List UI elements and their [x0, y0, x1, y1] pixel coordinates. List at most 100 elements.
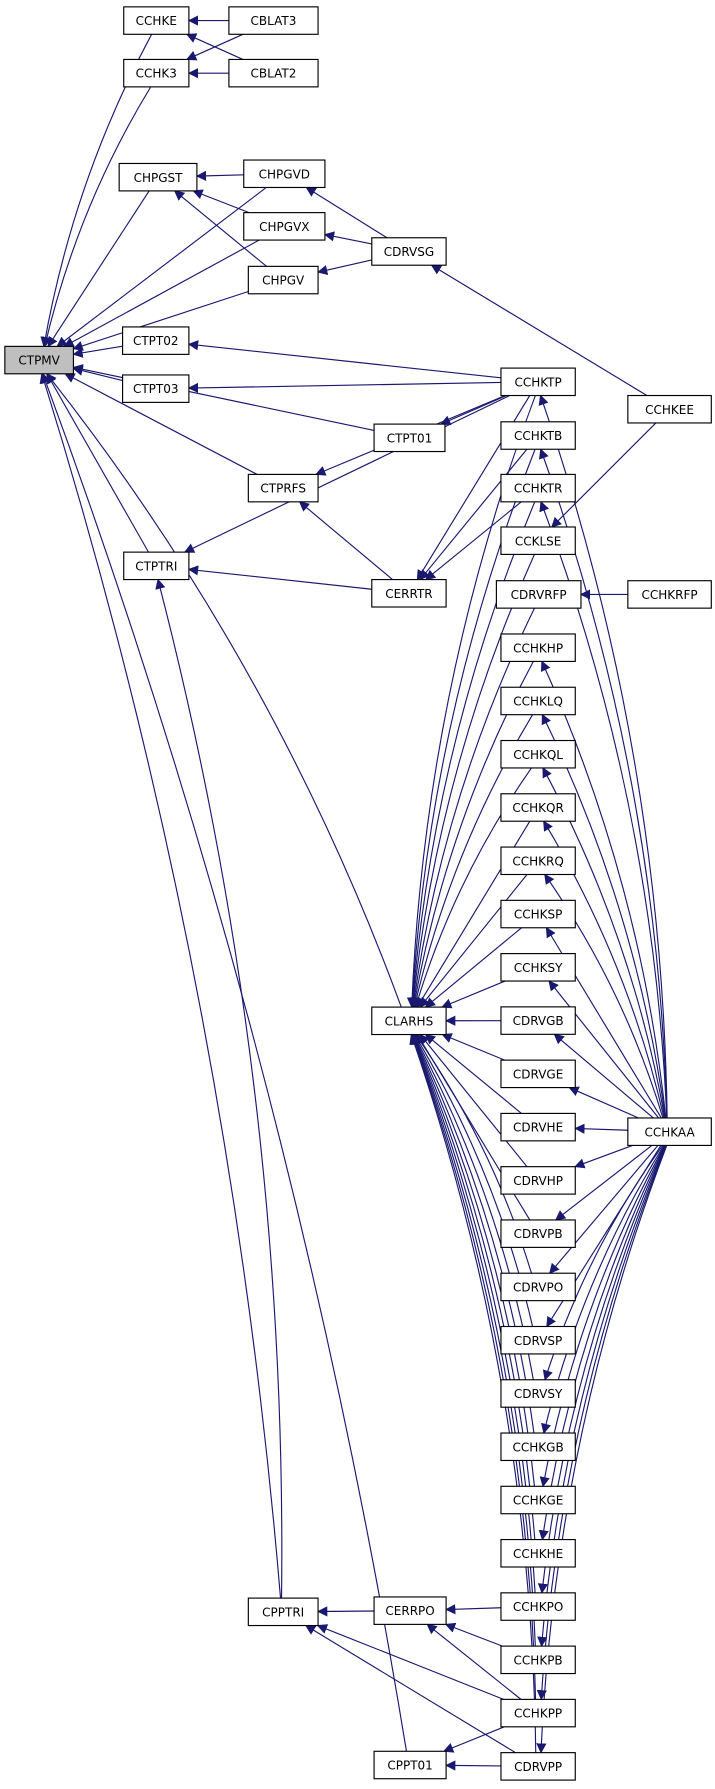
edge-chpgst-to-ctpmv [47, 190, 150, 348]
node-clarhs[interactable]: CLARHS [371, 1006, 447, 1036]
node-label: CTPRFS [260, 482, 306, 496]
node-box [500, 1379, 576, 1408]
node-label: CCHKEE [645, 403, 694, 417]
node-label: CBLAT2 [251, 67, 297, 81]
node-cchkrq[interactable]: CCHKRQ [500, 846, 576, 876]
node-cchksp[interactable]: CCHKSP [500, 899, 576, 929]
node-box [500, 526, 576, 555]
node-cchkaa[interactable]: CCHKAA [627, 1117, 712, 1146]
node-cdrvsg[interactable]: CDRVSG [371, 237, 447, 266]
node-cchkhe[interactable]: CCHKHE [500, 1538, 576, 1568]
node-box [371, 237, 447, 266]
edge-ctpt03-to-ctpmv [72, 365, 123, 382]
edge-cchk3-to-ctpmv [41, 86, 152, 348]
node-box [500, 1059, 576, 1089]
edge-cblat2-to-cchke [185, 33, 244, 60]
node-cchkge[interactable]: CCHKGE [500, 1485, 576, 1515]
node-cchkrfp[interactable]: CCHKRFP [627, 580, 712, 609]
node-box [122, 374, 190, 403]
node-chpgvd[interactable]: CHPGVD [243, 159, 326, 189]
node-cdrvhp[interactable]: CDRVHP [500, 1166, 576, 1195]
node-label: CPPT01 [387, 1759, 432, 1773]
node-chpgvx[interactable]: CHPGVX [243, 212, 326, 241]
node-label: CPPTRI [262, 1605, 304, 1619]
node-cchk3[interactable]: CCHK3 [123, 58, 190, 88]
node-box [495, 580, 582, 609]
edge-cchktp-to-ctpt02 [187, 340, 502, 379]
node-cpptri[interactable]: CPPTRI [247, 1597, 319, 1627]
edge-ccklse-to-clarhs [408, 554, 535, 1009]
node-ctpt03[interactable]: CTPT03 [122, 374, 190, 403]
node-cblat2[interactable]: CBLAT2 [228, 58, 319, 88]
edge-cdrvge-to-clarhs [441, 1033, 505, 1061]
node-cdrvpp[interactable]: CDRVPP [500, 1752, 576, 1781]
node-label: CCHK3 [136, 67, 177, 81]
node-cblat3[interactable]: CBLAT3 [228, 6, 319, 35]
node-ctptri[interactable]: CTPTRI [123, 551, 190, 581]
node-cchksy[interactable]: CCHKSY [500, 953, 576, 982]
node-cchkhp[interactable]: CCHKHP [500, 633, 576, 662]
node-cdrvgb[interactable]: CDRVGB [500, 1006, 576, 1035]
node-label: CCHKGB [513, 1440, 564, 1454]
node-ccklse[interactable]: CCKLSE [500, 526, 576, 555]
node-cchkpp[interactable]: CCHKPP [500, 1698, 576, 1728]
node-cchklq[interactable]: CCHKLQ [500, 686, 576, 716]
node-cerrtr[interactable]: CERRTR [371, 578, 447, 608]
node-cdrvsp[interactable]: CDRVSP [500, 1325, 576, 1355]
node-cchktb[interactable]: CCHKTB [500, 421, 576, 450]
node-cchkqr[interactable]: CCHKQR [500, 793, 576, 822]
node-cchktr[interactable]: CCHKTR [500, 473, 576, 503]
node-box [371, 578, 447, 608]
node-box [243, 159, 326, 189]
node-cdrvge[interactable]: CDRVGE [500, 1059, 576, 1089]
node-cdrvsy[interactable]: CDRVSY [500, 1379, 576, 1408]
node-box [500, 793, 576, 822]
node-box [500, 686, 576, 716]
node-label: CCHKTR [514, 482, 562, 496]
node-cdrvpo[interactable]: CDRVPO [500, 1272, 576, 1302]
node-cchkpb[interactable]: CCHKPB [500, 1645, 576, 1675]
node-cdrvpb[interactable]: CDRVPB [500, 1219, 576, 1248]
node-label: CCKLSE [515, 534, 562, 548]
node-ctpmv[interactable]: CTPMV [4, 345, 75, 375]
node-cdrvrfp[interactable]: CDRVRFP [495, 580, 582, 609]
node-ctprfs[interactable]: CTPRFS [247, 473, 319, 503]
node-cdrvhe[interactable]: CDRVHE [500, 1112, 576, 1142]
node-label: CHPGST [134, 171, 184, 185]
edge-cchktp-to-cerrtr [416, 395, 531, 581]
node-ctpt02[interactable]: CTPT02 [122, 326, 190, 355]
node-box [627, 394, 712, 424]
edge-cchktp-to-ctpt03 [187, 381, 501, 394]
node-cchkql[interactable]: CCHKQL [500, 739, 576, 769]
node-cchkee[interactable]: CCHKEE [627, 394, 712, 424]
node-cchktp[interactable]: CCHKTP [500, 367, 576, 397]
node-box [500, 953, 576, 982]
node-ctpt01[interactable]: CTPT01 [373, 423, 446, 453]
node-box [500, 1112, 576, 1142]
node-label: CCHKAA [644, 1125, 695, 1139]
node-label: CDRVRFP [511, 588, 567, 602]
edge-chpgvd-to-chpgst [195, 170, 244, 182]
edge-cchkpp-to-cerrpo [426, 1623, 522, 1700]
node-chpgst[interactable]: CHPGST [118, 162, 198, 192]
node-cchke[interactable]: CCHKE [123, 6, 190, 35]
edge-cchkee-to-ccklse [551, 422, 657, 528]
edge-cchkpp-to-cppt01 [442, 1726, 505, 1753]
node-box [627, 580, 712, 609]
edge-clarhs-to-ctpmv [46, 372, 402, 1008]
node-chpgv[interactable]: CHPGV [247, 265, 319, 295]
edge-cerrpo-to-cpptri [317, 1606, 375, 1617]
node-box [123, 58, 190, 88]
node-box [247, 1597, 319, 1627]
node-cchkgb[interactable]: CCHKGB [500, 1432, 576, 1462]
edge-cchkqr-to-clarhs [416, 820, 531, 1008]
node-label: CCHKHP [513, 641, 563, 655]
node-cppt01[interactable]: CPPT01 [373, 1750, 447, 1780]
node-label: CCHKPP [514, 1707, 562, 1721]
node-box [247, 265, 319, 295]
edge-cchktr-to-cerrtr [424, 501, 522, 581]
node-box [627, 1117, 712, 1146]
node-cchkpo[interactable]: CCHKPO [500, 1592, 576, 1621]
node-cerrpo[interactable]: CERRPO [373, 1596, 447, 1625]
